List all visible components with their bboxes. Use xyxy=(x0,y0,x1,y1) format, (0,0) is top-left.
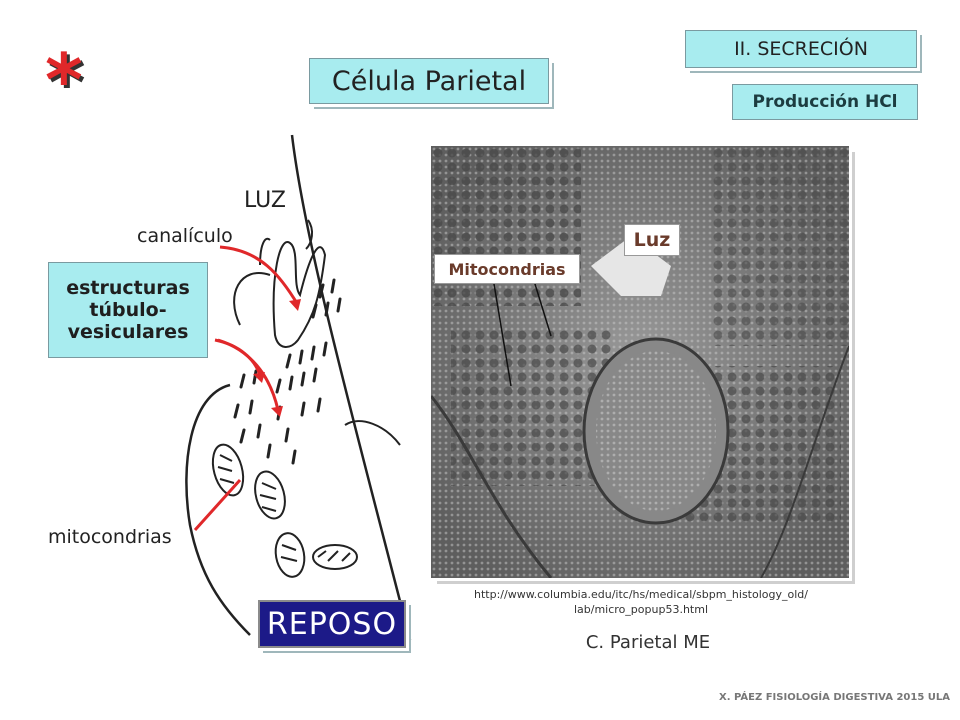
reposo-badge: REPOSO xyxy=(258,600,406,648)
tubulovesicular-line-2: túbulo- xyxy=(89,299,167,321)
canaliculo-label: canalículo xyxy=(137,225,233,247)
section-label: II. SECRECIÓN xyxy=(685,30,917,68)
footer-credit: X. PÁEZ FISIOLOGÍA DIGESTIVA 2015 ULA xyxy=(719,692,950,703)
parietal-cell-drawing xyxy=(185,134,412,641)
source-url-line-2: lab/micro_popup53.html xyxy=(573,603,708,616)
electron-micrograph xyxy=(431,146,849,578)
tubulovesicular-line-3: vesiculares xyxy=(67,321,189,343)
tubulovesicular-line-1: estructuras xyxy=(66,277,190,299)
micrograph-mitocondrias-label: Mitocondrias xyxy=(434,254,580,284)
source-url-line-1: http://www.columbia.edu/itc/hs/medical/s… xyxy=(474,588,808,601)
mitocondrias-label: mitocondrias xyxy=(48,526,172,548)
tubulovesicular-label: estructuras túbulo- vesiculares xyxy=(48,262,208,358)
micrograph-texture xyxy=(431,146,849,578)
micrograph-luz-label: Luz xyxy=(624,224,680,256)
micrograph-caption: C. Parietal ME xyxy=(585,632,711,653)
luz-label: LUZ xyxy=(244,188,286,213)
source-url: http://www.columbia.edu/itc/hs/medical/s… xyxy=(432,587,850,617)
slide-title: Célula Parietal xyxy=(309,58,549,104)
asterisk-mark: * xyxy=(45,38,83,122)
subsection-label: Producción HCl xyxy=(732,84,918,120)
